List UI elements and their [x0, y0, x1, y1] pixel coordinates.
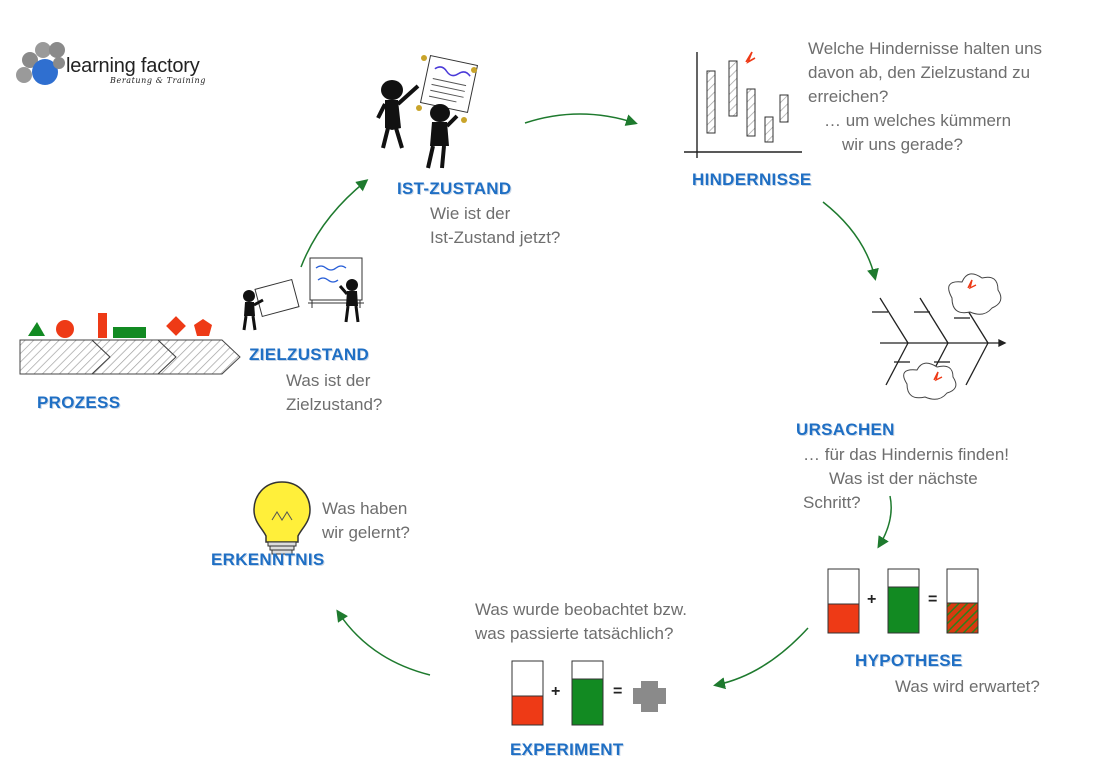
prozess-title: PROZESS: [37, 393, 121, 412]
people-with-whiteboard-icon: [242, 257, 364, 331]
arrow-experiment-to-erkenntnis: [336, 609, 431, 676]
step-title-ist-zustand: IST-ZUSTAND: [397, 179, 512, 198]
step-title-hypothese: HYPOTHESE: [855, 651, 963, 670]
fishbone-diagram-icon: [872, 273, 1007, 400]
step-title-erkenntnis: ERKENNTNIS: [211, 550, 325, 569]
step-question-zielzustand: Was ist der Zielzustand?: [286, 371, 383, 414]
step-question-hindernisse: Welche Hindernisse halten uns davon ab, …: [808, 39, 1043, 154]
step-title-ursachen: URSACHEN: [796, 420, 895, 439]
step-title-zielzustand: ZIELZUSTAND: [249, 345, 370, 364]
arrow-ist-to-hindernisse: [524, 113, 638, 126]
experiment-equals: =: [613, 683, 623, 700]
arrow-hindernisse-to-ursachen: [822, 201, 879, 281]
step-question-ist-zustand: Wie ist der Ist-Zustand jetzt?: [430, 204, 561, 247]
step-question-hypothese: Was wird erwartet?: [895, 677, 1040, 696]
step-question-ursachen: … für das Hindernis finden! Was ist der …: [803, 445, 1009, 512]
arrow-zielzustand-to-ist: [300, 179, 369, 268]
arrow-ursachen-to-hypothese: [877, 495, 892, 549]
hypothesis-equals: =: [928, 591, 938, 608]
step-question-experiment: Was wurde beobachtet bzw. was passierte …: [475, 600, 687, 643]
logo-name: learning factory: [66, 55, 200, 77]
step-question-erkenntnis: Was haben wir gelernt?: [322, 499, 410, 542]
gray-cross-icon: [633, 681, 666, 712]
hypothesis-boxes: [827, 568, 979, 634]
logo-hexagon-icon: [16, 42, 65, 85]
people-with-flipchart-icon: [376, 54, 479, 169]
logo-tagline: Beratung & Training: [110, 76, 206, 85]
hypothesis-plus: +: [867, 591, 877, 608]
arrow-hypothese-to-experiment: [713, 627, 809, 690]
experiment-boxes: [511, 660, 604, 726]
light-bulb-icon: [253, 481, 311, 555]
step-title-experiment: EXPERIMENT: [510, 740, 624, 759]
cycle-arrows: [300, 113, 892, 690]
step-title-hindernisse: HINDERNISSE: [692, 170, 812, 189]
experiment-plus: +: [551, 683, 561, 700]
process-chevron-icon: [19, 313, 241, 375]
candlestick-chart-icon: [684, 51, 802, 158]
